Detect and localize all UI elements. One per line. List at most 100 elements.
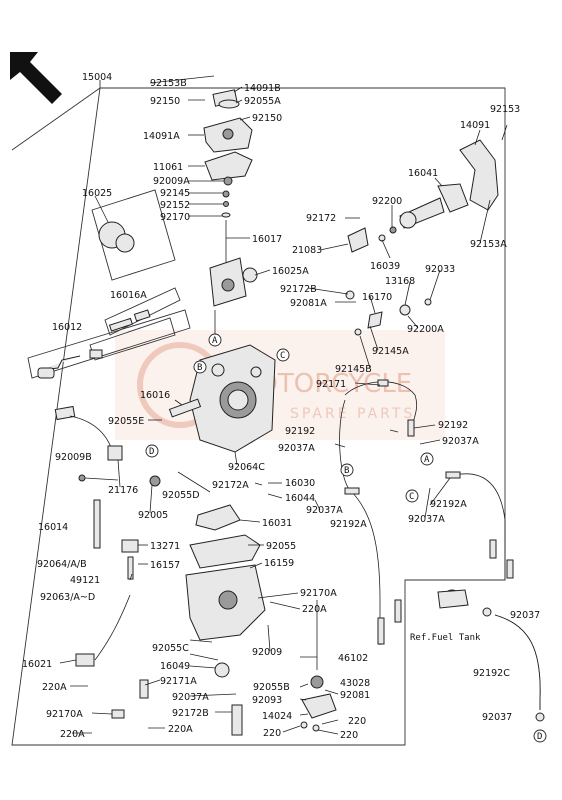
part-label: 16012 bbox=[52, 322, 82, 333]
part-label: 16025A bbox=[272, 266, 309, 277]
part-label: 92150 bbox=[252, 113, 282, 124]
part-label: 92170A bbox=[46, 709, 83, 720]
callout-c: C bbox=[280, 351, 285, 361]
part-label: 92172B bbox=[172, 708, 209, 719]
leader-lines bbox=[59, 75, 508, 735]
assembly-boundary bbox=[11, 80, 506, 746]
part-label: 92055A bbox=[244, 96, 281, 107]
part-label: 16044 bbox=[285, 493, 315, 504]
fuel-hose-assembly bbox=[437, 589, 545, 722]
part-label: 92063/A~D bbox=[40, 592, 95, 603]
carburetor-body bbox=[168, 257, 276, 453]
part-label: 92037 bbox=[510, 610, 540, 621]
part-label: 16016 bbox=[140, 390, 170, 401]
part-label: 92170A bbox=[300, 588, 337, 599]
top-cover-assembly bbox=[203, 89, 253, 265]
part-label: 92055C bbox=[152, 643, 189, 654]
pilot-screw-box bbox=[27, 309, 191, 379]
part-label: 16025 bbox=[82, 188, 112, 199]
part-label: 92064C bbox=[228, 462, 265, 473]
part-label: 92033 bbox=[425, 264, 455, 275]
part-label: 92171A bbox=[160, 676, 197, 687]
part-label: 92171 bbox=[316, 379, 346, 390]
part-label: 46102 bbox=[338, 653, 368, 664]
part-label: 16017 bbox=[252, 234, 282, 245]
part-label: 92037A bbox=[408, 514, 445, 525]
part-label: 92037 bbox=[482, 712, 512, 723]
part-label: 92055D bbox=[162, 490, 200, 501]
part-label: 220A bbox=[60, 729, 85, 740]
part-label: 14091 bbox=[460, 120, 490, 131]
watermark-line2: SPARE PARTS bbox=[290, 406, 415, 422]
callout-d: D bbox=[149, 447, 154, 457]
choke-cable bbox=[54, 405, 123, 482]
jet-needle-part bbox=[98, 221, 135, 253]
part-label: 92153B bbox=[150, 78, 187, 89]
part-label: 92005 bbox=[138, 510, 168, 521]
part-label: 16049 bbox=[160, 661, 190, 672]
part-label: 92145B bbox=[335, 364, 372, 375]
part-label: 21083 bbox=[292, 245, 322, 256]
part-label: 92037A bbox=[278, 443, 315, 454]
part-label: 16159 bbox=[264, 558, 294, 569]
part-label: 92055 bbox=[266, 541, 296, 552]
part-label: 92037A bbox=[306, 505, 343, 516]
part-label: 92172B bbox=[280, 284, 317, 295]
part-label: 14091A bbox=[143, 131, 180, 142]
part-label: 220A bbox=[42, 682, 67, 693]
part-label: 92009A bbox=[153, 176, 190, 187]
part-label: 21176 bbox=[108, 485, 138, 496]
hot-start-cable bbox=[75, 594, 149, 719]
part-label: 92153 bbox=[490, 104, 520, 115]
part-label: 92037A bbox=[172, 692, 209, 703]
reference-fuel-tank: Ref.Fuel Tank bbox=[410, 633, 481, 643]
part-label: 16039 bbox=[370, 261, 400, 272]
part-label: 92150 bbox=[150, 96, 180, 107]
part-label: 92145 bbox=[160, 188, 190, 199]
needle-parts bbox=[37, 309, 151, 379]
part-label: 92152 bbox=[160, 200, 190, 211]
part-label: 16041 bbox=[408, 168, 438, 179]
part-label: 220 bbox=[340, 730, 358, 741]
part-label: 13168 bbox=[385, 276, 415, 287]
part-label: 92145A bbox=[372, 346, 409, 357]
part-label-main: 15004 bbox=[82, 72, 112, 83]
callout-d-hose: D bbox=[537, 732, 542, 742]
part-label: 92192A bbox=[430, 499, 467, 510]
part-label: 92009 bbox=[252, 647, 282, 658]
part-label: 16170 bbox=[362, 292, 392, 303]
part-label: 220 bbox=[348, 716, 366, 727]
jet-needle-box bbox=[91, 189, 176, 281]
part-label: 92009B bbox=[55, 452, 92, 463]
part-label: 92093 bbox=[252, 695, 282, 706]
part-label: 92192 bbox=[438, 420, 468, 431]
part-label: 92153A bbox=[470, 239, 507, 250]
part-label: 16021 bbox=[22, 659, 52, 670]
float-bowl-assembly bbox=[121, 475, 266, 736]
part-label: 43028 bbox=[340, 678, 370, 689]
part-label: 14024 bbox=[262, 711, 292, 722]
part-label: 16030 bbox=[285, 478, 315, 489]
drain-rod-part bbox=[93, 499, 101, 549]
part-label: 92037A bbox=[442, 436, 479, 447]
part-number-labels: 15004 92153B 14091B 92150 92055A 92150 1… bbox=[22, 72, 540, 741]
part-label: 220A bbox=[168, 724, 193, 735]
part-label: 92172 bbox=[306, 213, 336, 224]
part-label: 92200 bbox=[372, 196, 402, 207]
part-label: 92081 bbox=[340, 690, 370, 701]
front-direction-arrow-icon bbox=[10, 52, 62, 104]
part-label: 92081A bbox=[290, 298, 327, 309]
part-label: 13271 bbox=[150, 541, 180, 552]
throttle-cables bbox=[339, 379, 514, 645]
callout-b: B bbox=[197, 363, 202, 373]
part-label: 11061 bbox=[153, 162, 183, 173]
throttle-stop-assembly bbox=[300, 600, 337, 732]
callout-a-cable: A bbox=[424, 455, 430, 465]
part-label: 16014 bbox=[38, 522, 68, 533]
callout-markers: A B C D B A C D bbox=[145, 333, 547, 743]
callout-b-cable: B bbox=[344, 466, 349, 476]
part-label: 220 bbox=[263, 728, 281, 739]
part-label: 49121 bbox=[70, 575, 100, 586]
part-label: 16157 bbox=[150, 560, 180, 571]
